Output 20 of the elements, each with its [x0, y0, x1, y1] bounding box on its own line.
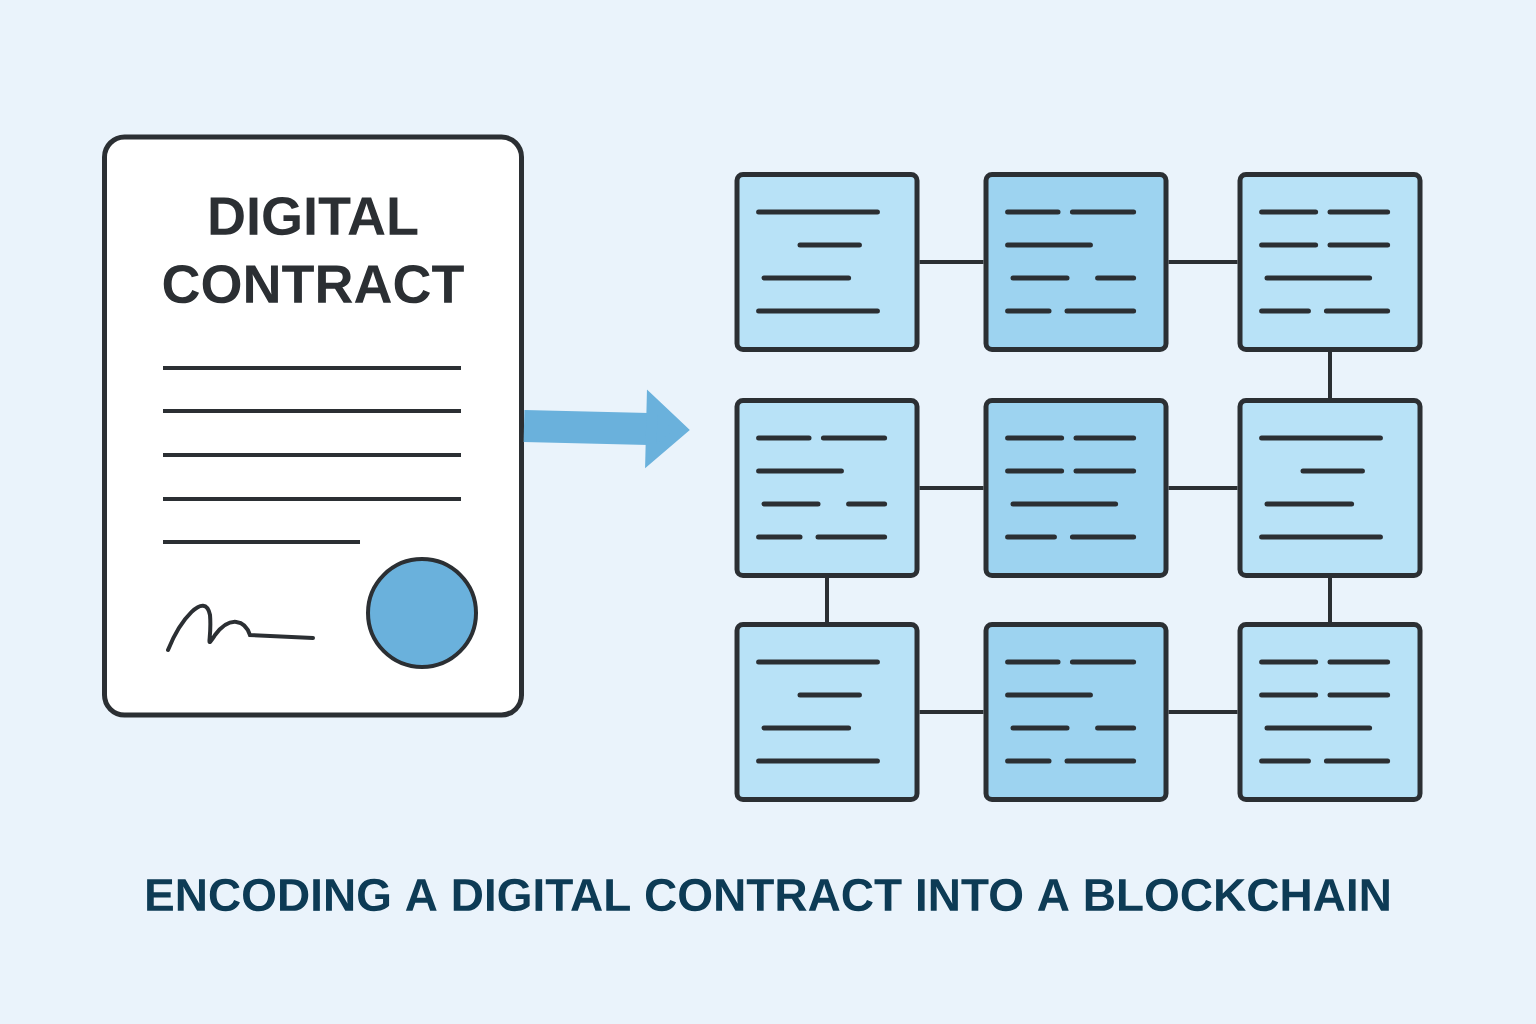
caption: ENCODING A DIGITAL CONTRACT INTO A BLOCKCHAIN: [147, 878, 1389, 912]
block-box: [983, 172, 1169, 352]
chain-link: [919, 710, 984, 714]
chain-link: [825, 578, 829, 622]
chain-link: [1328, 578, 1332, 622]
block-box: [1237, 398, 1423, 578]
block-box: [734, 622, 920, 802]
block-box: [734, 172, 920, 352]
chain-link: [1168, 260, 1238, 264]
block-box: [983, 398, 1169, 578]
chain-link: [1168, 710, 1238, 714]
block-box: [1237, 172, 1423, 352]
block-box: [734, 398, 920, 578]
document-card: DIGITAL CONTRACT: [102, 134, 524, 718]
chain-link: [919, 260, 984, 264]
block-box: [1237, 622, 1423, 802]
chain-link: [919, 486, 984, 490]
chain-link: [1168, 486, 1238, 490]
block-box: [983, 622, 1169, 802]
chain-link: [1328, 352, 1332, 398]
